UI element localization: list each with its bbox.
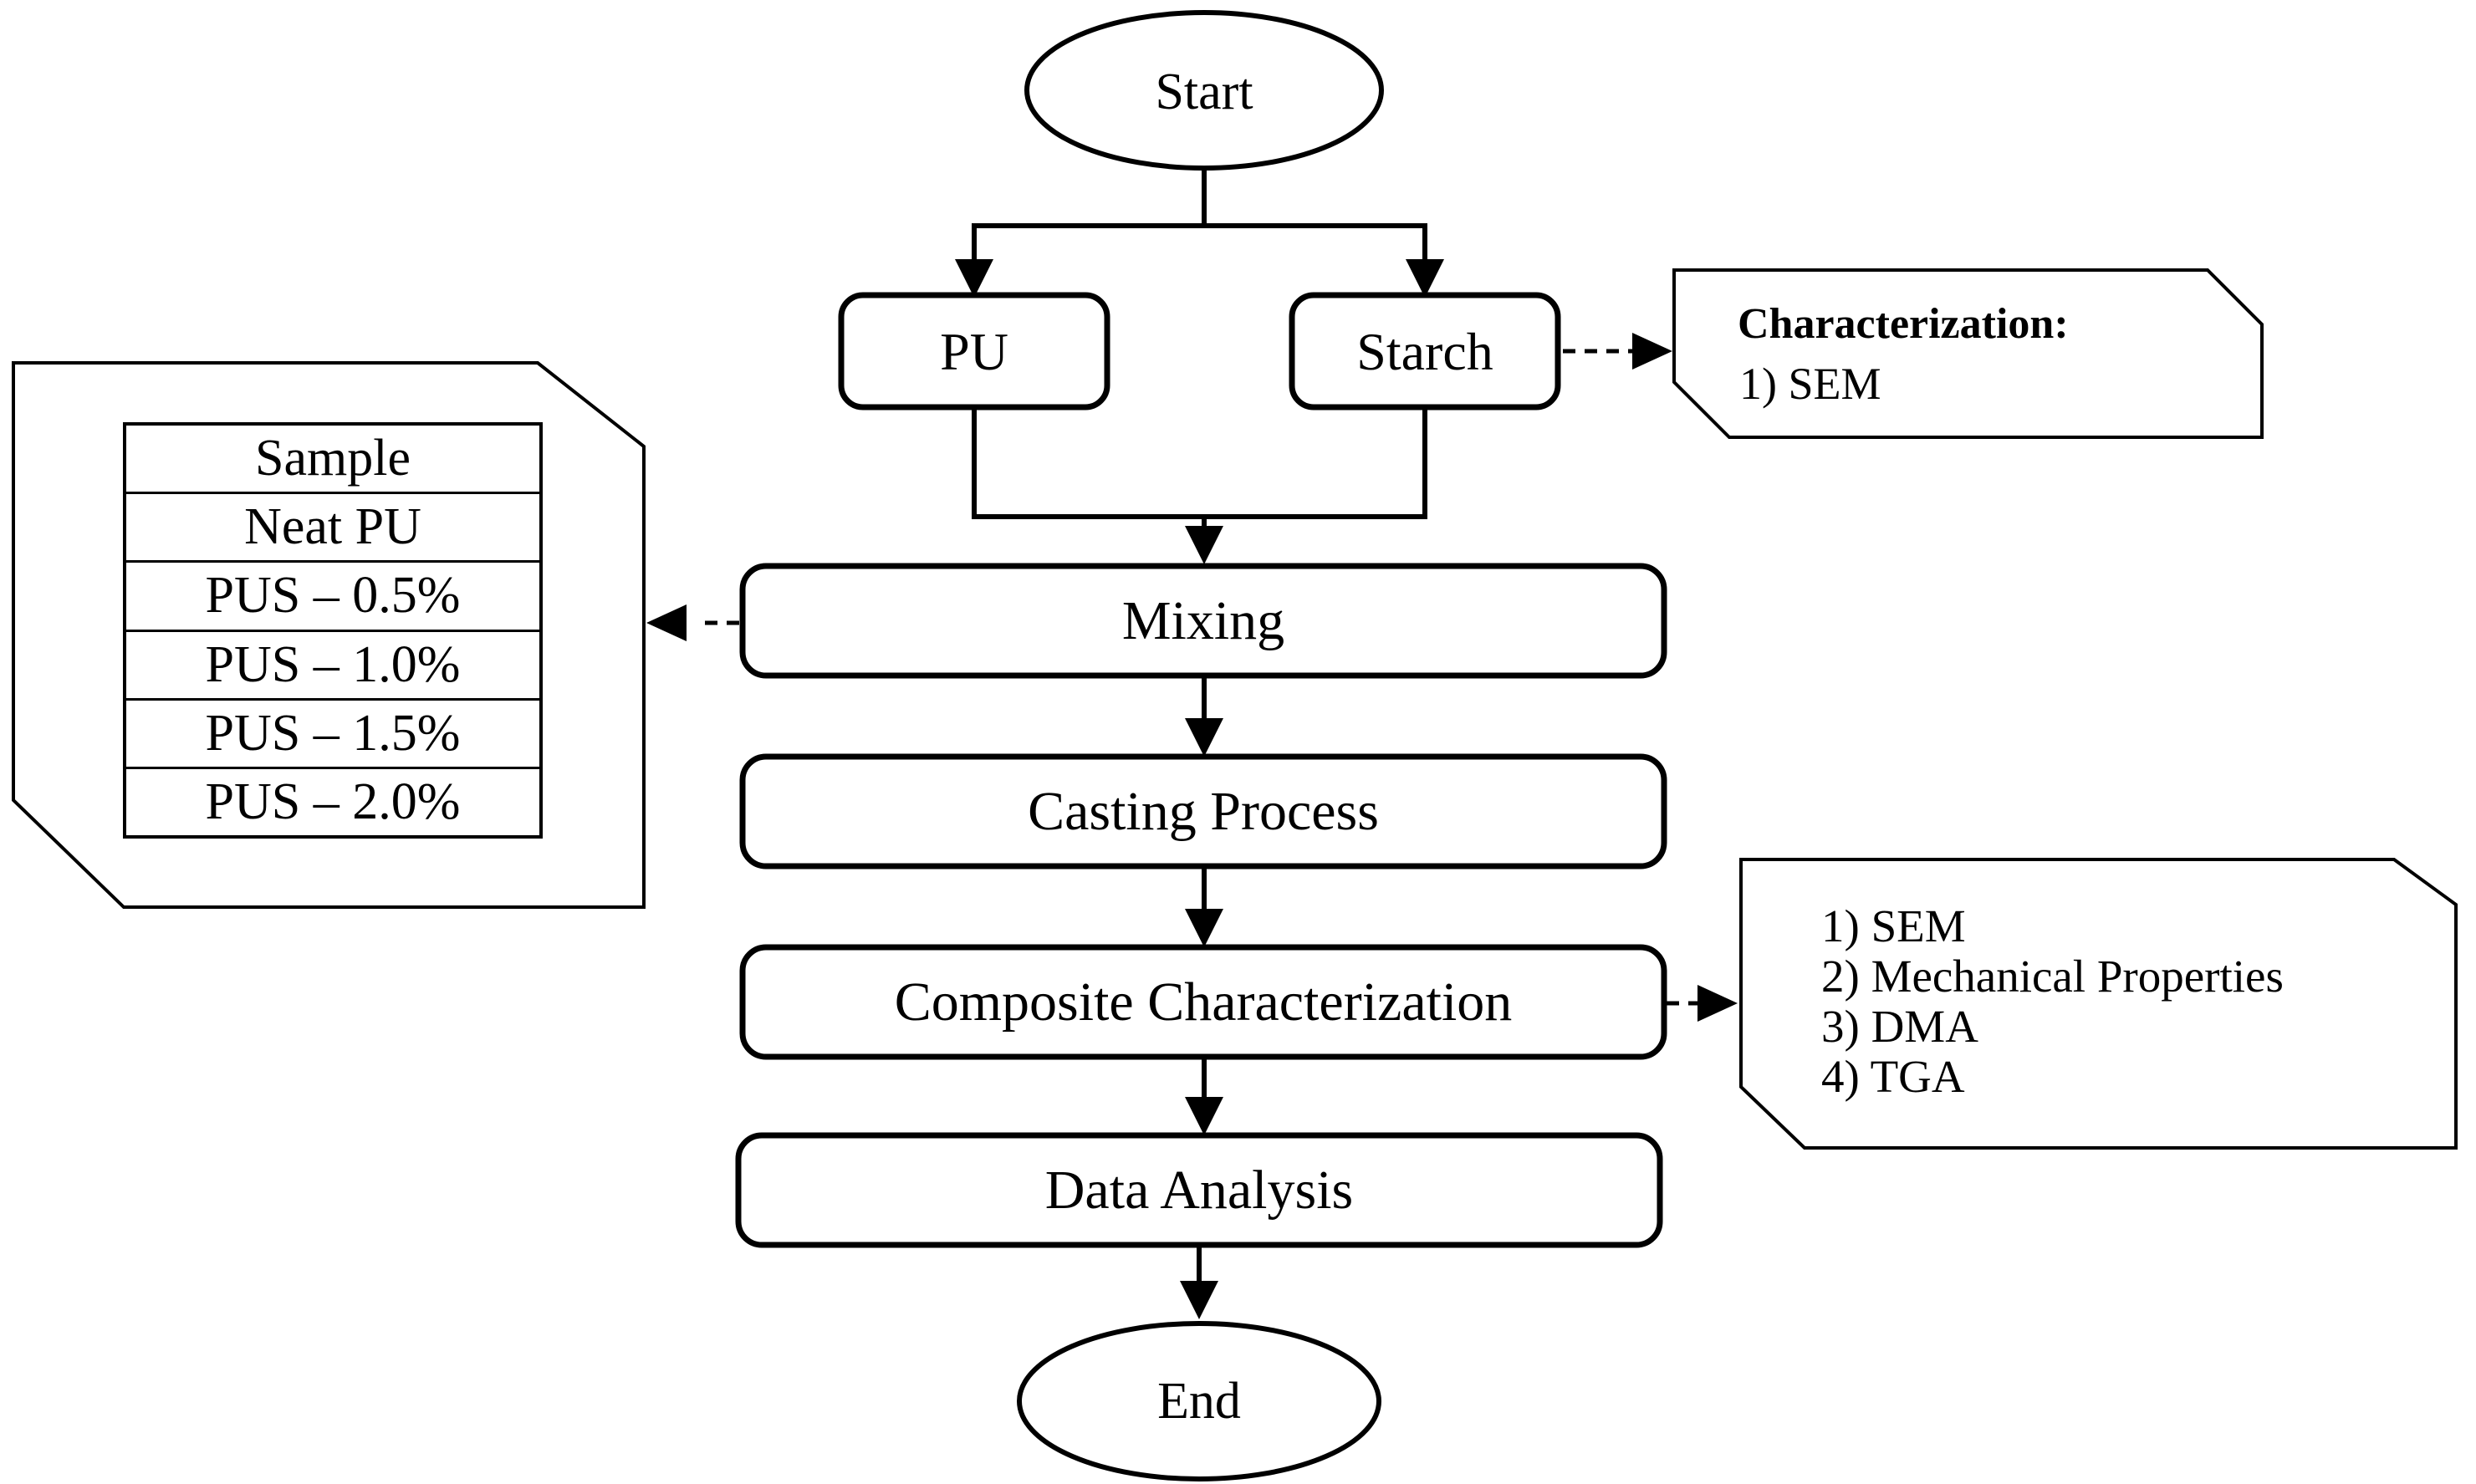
arrowhead-into-starch [1406, 259, 1444, 298]
sample-table-row: PUS – 0.5% [126, 560, 539, 629]
end-terminator-shape [1017, 1321, 1381, 1481]
composite-callout-item: 4) TGA [1821, 1051, 1965, 1102]
mixing-node-label: Mixing [1121, 590, 1285, 651]
arrowhead-into-sample-table-callout [646, 604, 687, 641]
sample-table-header: Sample [255, 430, 411, 487]
casting-process-node-label: Casting Process [1028, 781, 1379, 842]
arrowhead-into-composite-callout [1697, 985, 1738, 1022]
arrowhead-into-end [1180, 1281, 1218, 1319]
composite-characterization-node-label: Composite Characterization [894, 971, 1513, 1033]
arrowhead-into-pu [955, 259, 993, 298]
start-node-label: Start [1155, 64, 1253, 120]
composite-callout-item: 3) DMA [1821, 1001, 1978, 1052]
arrowhead-into-starch-callout [1632, 333, 1672, 370]
arrowhead-into-composite [1185, 909, 1223, 947]
arrowhead-into-casting [1185, 718, 1223, 757]
data-analysis-node-label: Data Analysis [1044, 1160, 1354, 1221]
end-node-label: End [1157, 1373, 1241, 1430]
composite-callout-shape [1739, 858, 2458, 1150]
composite-callout-item: 2) Mechanical Properties [1821, 951, 2284, 1002]
starch-callout-title: Characterization: [1738, 300, 2069, 348]
starch-callout-item: 1) SEM [1739, 359, 1881, 409]
sample-table-row: PUS – 1.5% [126, 697, 539, 767]
sample-table-row: Neat PU [126, 492, 539, 560]
composite-callout-list: 1) SEM 2) Mechanical Properties 3) DMA 4… [1821, 901, 2284, 1102]
starch-node-label: Starch [1356, 322, 1493, 381]
starch-callout-shape [1672, 268, 2264, 439]
arrowhead-into-data-analysis [1185, 1097, 1223, 1135]
composite-callout-item: 1) SEM [1821, 900, 1966, 951]
sample-table-row: PUS – 2.0% [126, 766, 539, 835]
sample-table: Sample Neat PU PUS – 0.5% PUS – 1.0% PUS… [123, 422, 543, 839]
arrowhead-into-mixing [1185, 526, 1223, 564]
pu-node-label: PU [940, 322, 1008, 381]
sample-table-row: PUS – 1.0% [126, 629, 539, 698]
